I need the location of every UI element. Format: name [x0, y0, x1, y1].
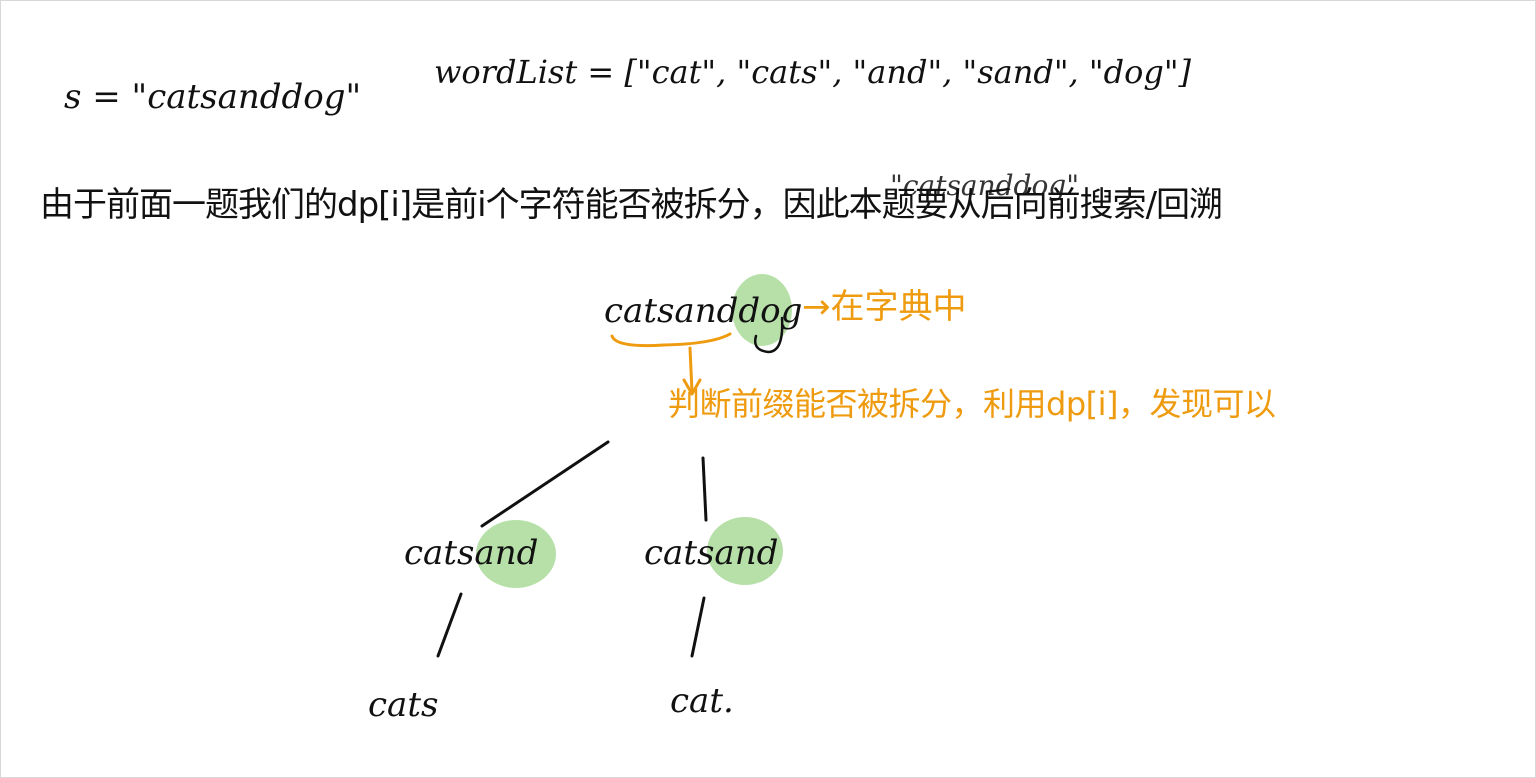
branch-left [480, 440, 610, 528]
wordlist-label: wordList = ["cat", "cats", "and", "sand"… [434, 53, 1192, 91]
string-s-label: s = "catsanddog" [64, 77, 362, 117]
tree-left-leaf: cats [368, 685, 439, 725]
branch-left-leaf [436, 592, 463, 658]
branch-right-leaf [690, 596, 706, 658]
prefix-annotation: 判断前缀能否被拆分，利用dp[i]，发现可以 [668, 385, 1276, 423]
tree-left-child: catsand [404, 533, 539, 573]
highlight-sand-right [707, 517, 783, 585]
tree-right-leaf: cat. [670, 681, 734, 721]
tree-root: catsanddog [604, 291, 803, 331]
highlight-dog [732, 274, 792, 346]
tree-right-child: catsand [644, 533, 779, 573]
root-g-tail [754, 316, 784, 354]
branch-right [701, 456, 708, 522]
explanation-note: 由于前面一题我们的dp[i]是前i个字符能否被拆分，因此本题要从后向前搜索/回溯 [40, 185, 1223, 225]
highlight-sand-left [476, 520, 556, 588]
prefix-brace [610, 332, 732, 348]
root-annotation: →在字典中 [802, 287, 967, 327]
explanation-overwrite: "catsanddog" [890, 169, 1080, 202]
prefix-arrow [682, 346, 702, 396]
